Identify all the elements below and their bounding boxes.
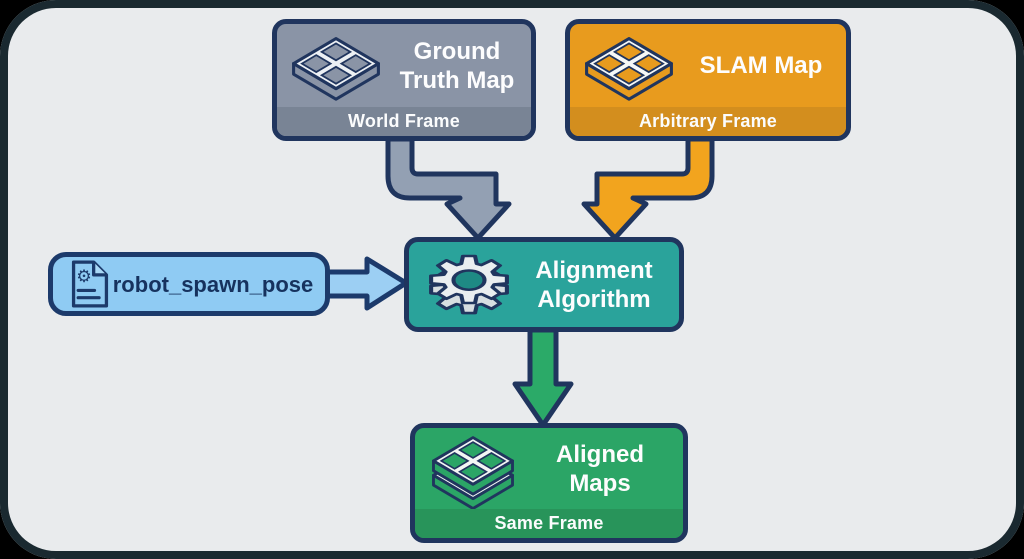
node-title: Aligned Maps [556,440,644,497]
node-robot-spawn-pose: ⚙ robot_spawn_pose [48,252,330,316]
node-aligned-maps: Aligned Maps Same Frame [410,423,688,543]
gear-icon [423,243,515,327]
node-title: SLAM Map [699,52,823,79]
document-gear-icon: ⚙ [69,257,111,311]
frame-badge: World Frame [277,107,531,136]
frame-badge: Same Frame [415,509,683,538]
edge-spawn-pose-to-alignment [323,256,409,311]
edge-ground-truth-to-alignment [385,136,512,241]
node-slam-map: SLAM Map Arbitrary Frame [565,19,851,141]
map-grid-icon [283,25,389,106]
map-stack-icon [423,425,523,513]
node-title: robot_spawn_pose [112,271,314,297]
svg-text:⚙: ⚙ [76,267,92,287]
edge-slam-to-alignment [581,136,715,241]
frame-badge: Arbitrary Frame [570,107,846,136]
map-grid-icon [576,25,682,106]
edge-alignment-to-aligned [512,327,574,428]
